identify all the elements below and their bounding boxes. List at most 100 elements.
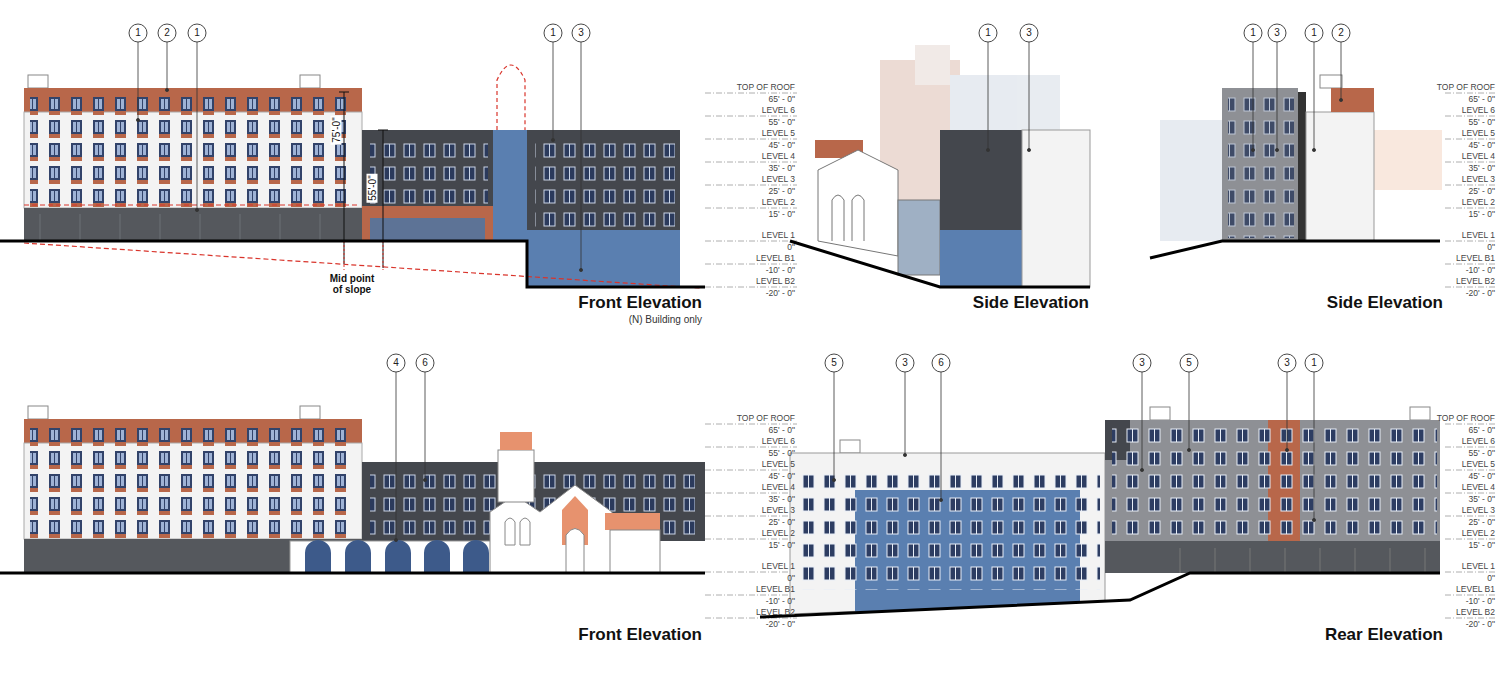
side-elevation-1-part <box>898 200 940 275</box>
side-elevation-2-part <box>1160 120 1222 241</box>
front-elevation-new-part <box>300 75 320 88</box>
callout-leader-part <box>1339 98 1342 101</box>
callout-circle-part <box>896 354 914 372</box>
dimension-label: 55'-0" <box>367 173 378 202</box>
callout-leader-part <box>1253 42 1341 150</box>
callout-number: 3 <box>902 357 908 369</box>
side-elevation-1-part <box>832 195 864 241</box>
callout-number: 3 <box>578 27 584 39</box>
level-name: LEVEL 1 <box>1462 562 1495 571</box>
level-name: LEVEL 6 <box>1462 106 1495 115</box>
front-elevation-new-part <box>28 75 48 88</box>
front-elevation-full-part <box>30 424 356 539</box>
callout-number: 3 <box>1274 27 1280 39</box>
level-name: LEVEL 3 <box>1462 506 1495 515</box>
callout-circle-part <box>932 354 950 372</box>
front-elevation-new-part <box>370 218 485 241</box>
rear-elevation-part <box>1105 541 1440 573</box>
front-elevation-full-part <box>500 432 532 450</box>
rear-elevation-part <box>1105 420 1440 541</box>
rear-elevation-part <box>760 573 1440 617</box>
side-elevation-1-part-part <box>950 75 1060 135</box>
front-elevation-new-part <box>370 139 488 208</box>
callout-number: 6 <box>422 357 428 369</box>
side-elevation-2-part <box>1228 93 1294 238</box>
callout-number: 1 <box>1250 27 1256 39</box>
callout-circle-part <box>572 24 590 42</box>
level-line-part <box>705 93 797 287</box>
callout-leader-part <box>396 372 425 540</box>
level-height: 15' - 0" <box>1469 210 1495 219</box>
level-height: 65' - 0" <box>1469 426 1495 435</box>
callout-leader-part <box>1312 148 1315 151</box>
callout-number: 2 <box>164 27 170 39</box>
callout-number: 4 <box>393 357 399 369</box>
level-name: LEVEL 3 <box>762 175 795 184</box>
side-elevation-1 <box>790 45 1090 287</box>
level-height: 35' - 0" <box>769 495 795 504</box>
callout-circle-part <box>129 24 147 42</box>
front-elevation-full-part <box>498 450 534 502</box>
callout-circle-part <box>1020 24 1038 42</box>
level-name: LEVEL 1 <box>762 231 795 240</box>
level-height: -20' - 0" <box>1466 289 1495 298</box>
elevation-subtitle: (N) Building only <box>629 314 702 326</box>
level-name: LEVEL 2 <box>762 529 795 538</box>
rear-elevation-part <box>795 470 1100 590</box>
elevation-title: Front Elevation <box>578 293 702 313</box>
callout-number: 5 <box>1186 357 1192 369</box>
front-elevation-new-part <box>527 130 680 230</box>
callout-circle-part <box>1244 24 1262 42</box>
level-name: LEVEL 5 <box>762 460 795 469</box>
rear-elevation-part <box>790 453 1105 614</box>
level-height: 25' - 0" <box>769 187 795 196</box>
side-elevation-1-part <box>1022 130 1090 287</box>
level-height: 55' - 0" <box>1469 449 1495 458</box>
level-name: LEVEL B1 <box>756 254 795 263</box>
front-elevation-full <box>0 406 705 573</box>
level-height: 35' - 0" <box>1469 495 1495 504</box>
callout-leader-part <box>1285 448 1288 451</box>
level-height: 15' - 0" <box>769 210 795 219</box>
rear-elevation <box>760 407 1440 617</box>
front-elevation-new-part <box>40 214 320 241</box>
side-elevation-1-part <box>940 130 1022 230</box>
level-height: 35' - 0" <box>769 164 795 173</box>
level-name: LEVEL 6 <box>762 437 795 446</box>
level-name: TOP OF ROOF <box>737 414 795 423</box>
callout-circle-part <box>1305 354 1323 372</box>
level-height: 55' - 0" <box>769 118 795 127</box>
callout-circle-part <box>1305 24 1323 42</box>
level-name: LEVEL B1 <box>756 585 795 594</box>
level-name: LEVEL B2 <box>756 608 795 617</box>
level-name: LEVEL B1 <box>1456 585 1495 594</box>
level-line-part <box>705 424 797 618</box>
level-height: -10' - 0" <box>1466 597 1495 606</box>
front-elevation-new-part <box>362 130 493 241</box>
rear-elevation-part <box>1150 407 1170 420</box>
side-elevation-2-part <box>1298 92 1306 241</box>
callout-number: 1 <box>550 27 556 39</box>
front-elevation-full-part <box>305 540 489 573</box>
rear-elevation-part <box>1112 424 1437 539</box>
level-height: 65' - 0" <box>769 426 795 435</box>
callout-circle-part <box>825 354 843 372</box>
callout-number: 1 <box>1311 27 1317 39</box>
level-line-part <box>1445 93 1497 287</box>
rear-elevation-part <box>1410 407 1430 420</box>
callout-leader-part <box>832 478 835 481</box>
front-elevation-new-part <box>497 65 525 130</box>
callout-number: 1 <box>1311 357 1317 369</box>
level-name: LEVEL 1 <box>1462 231 1495 240</box>
level-name: LEVEL B2 <box>1456 608 1495 617</box>
level-name: LEVEL 5 <box>1462 129 1495 138</box>
callout-circle-part <box>544 24 562 42</box>
level-name: LEVEL 5 <box>762 129 795 138</box>
callout-leader-part <box>136 118 139 121</box>
dimension-label: 75'-0" <box>331 115 342 144</box>
callout-leader-part <box>394 538 397 541</box>
rear-elevation-part <box>840 440 860 453</box>
level-name: LEVEL 3 <box>762 506 795 515</box>
level-name: LEVEL 4 <box>762 483 795 492</box>
